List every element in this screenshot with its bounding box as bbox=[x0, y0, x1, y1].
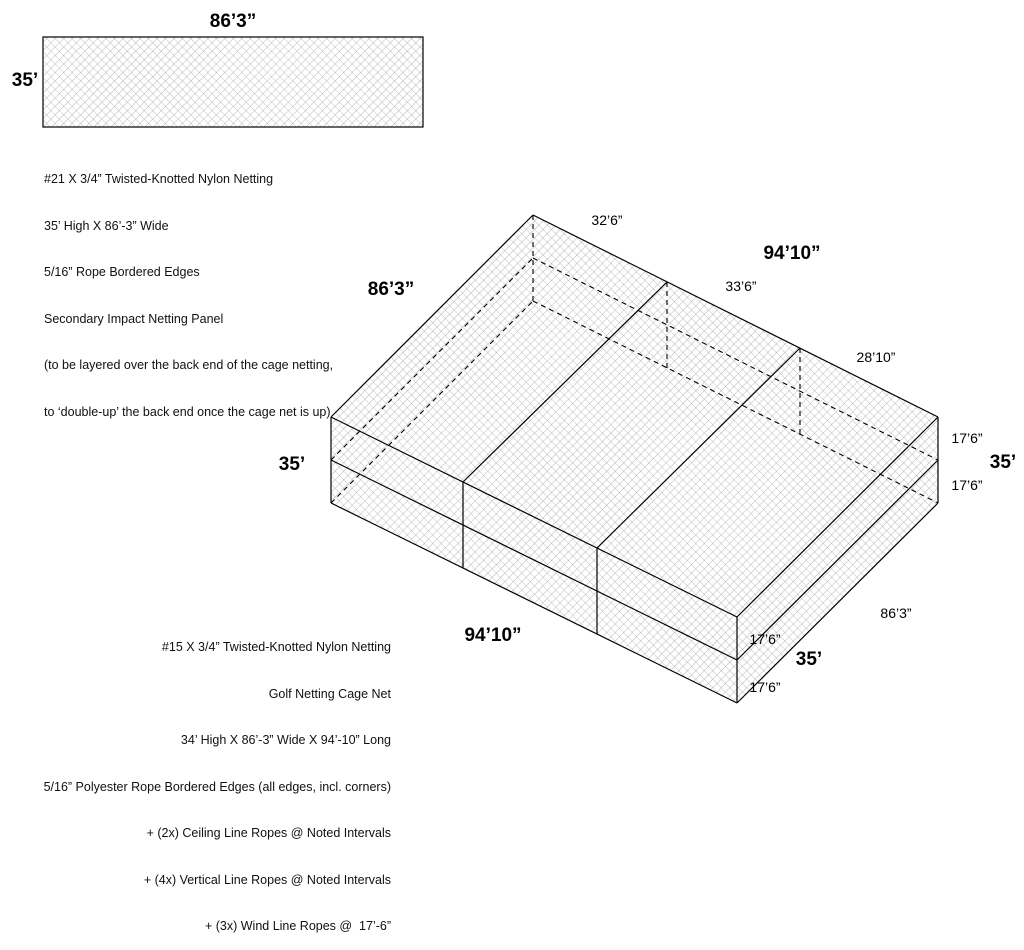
panel-height-label: 35’ bbox=[12, 70, 38, 91]
cage-spec-line: + (4x) Vertical Line Ropes @ Noted Inter… bbox=[143, 872, 391, 887]
panel-spec-line: to ‘double-up’ the back end once the cag… bbox=[44, 404, 331, 419]
cage-spec-line: 34’ High X 86’-3” Wide X 94’-10” Long bbox=[180, 733, 391, 747]
cage-spec-line: 5/16” Polyester Rope Bordered Edges (all… bbox=[43, 779, 391, 794]
cage-right-lower-half-label: 17’6” bbox=[951, 477, 982, 493]
cage-segment-label-1: 32’6” bbox=[591, 212, 622, 228]
panel-spec-line: Secondary Impact Netting Panel bbox=[44, 311, 224, 326]
cage-front-length-label: 94’10” bbox=[464, 625, 521, 646]
cage-visible-edges bbox=[330, 214, 939, 704]
cage-net: 86’3” 94’10” 32’6” 33’6” 28’10” 35’ 17’6… bbox=[279, 212, 1016, 704]
cage-front-upper-half-label: 17’6” bbox=[749, 631, 780, 647]
panel-spec-line: #21 X 3/4” Twisted-Knotted Nylon Netting bbox=[44, 172, 274, 186]
cage-top-width-label: 86’3” bbox=[368, 279, 414, 300]
cage-segment-label-2: 33’6” bbox=[725, 278, 756, 294]
cage-front-width-label: 86’3” bbox=[880, 605, 911, 621]
cage-top-length-label: 94’10” bbox=[763, 243, 820, 264]
cage-ceiling-netting bbox=[331, 215, 938, 617]
cage-left-height-label: 35’ bbox=[279, 454, 305, 475]
cage-right-height-label: 35’ bbox=[990, 452, 1016, 473]
cage-spec-line: + (2x) Ceiling Line Ropes @ Noted Interv… bbox=[146, 826, 391, 840]
panel-width-label: 86’3” bbox=[210, 11, 256, 32]
cage-spec-line: #15 X 3/4” Twisted-Knotted Nylon Netting bbox=[161, 640, 391, 654]
netting-diagram: 86’3” 35’ bbox=[12, 11, 1016, 704]
cage-spec-line: Golf Netting Cage Net bbox=[268, 686, 391, 701]
panel-spec-line: 5/16” Rope Bordered Edges bbox=[44, 265, 200, 279]
panel-netting bbox=[42, 36, 424, 128]
panel-spec-line: 35’ High X 86’-3” Wide bbox=[44, 218, 169, 233]
cage-spec-line: + (3x) Wind Line Ropes @ 17’-6” bbox=[204, 919, 391, 933]
cage-right-upper-half-label: 17’6” bbox=[951, 430, 982, 446]
panel-spec-notes: #21 X 3/4” Twisted-Knotted Nylon Netting… bbox=[44, 141, 333, 436]
cage-hidden-edges bbox=[330, 215, 939, 504]
secondary-panel: 86’3” 35’ bbox=[12, 11, 424, 128]
cage-spec-notes: #15 X 3/4” Twisted-Knotted Nylon Netting… bbox=[44, 609, 391, 950]
cage-front-height-label: 35’ bbox=[796, 649, 822, 670]
panel-spec-line: (to be layered over the back end of the … bbox=[44, 358, 334, 372]
cage-front-lower-half-label: 17’6” bbox=[749, 679, 780, 695]
cage-segment-label-3: 28’10” bbox=[857, 349, 896, 365]
